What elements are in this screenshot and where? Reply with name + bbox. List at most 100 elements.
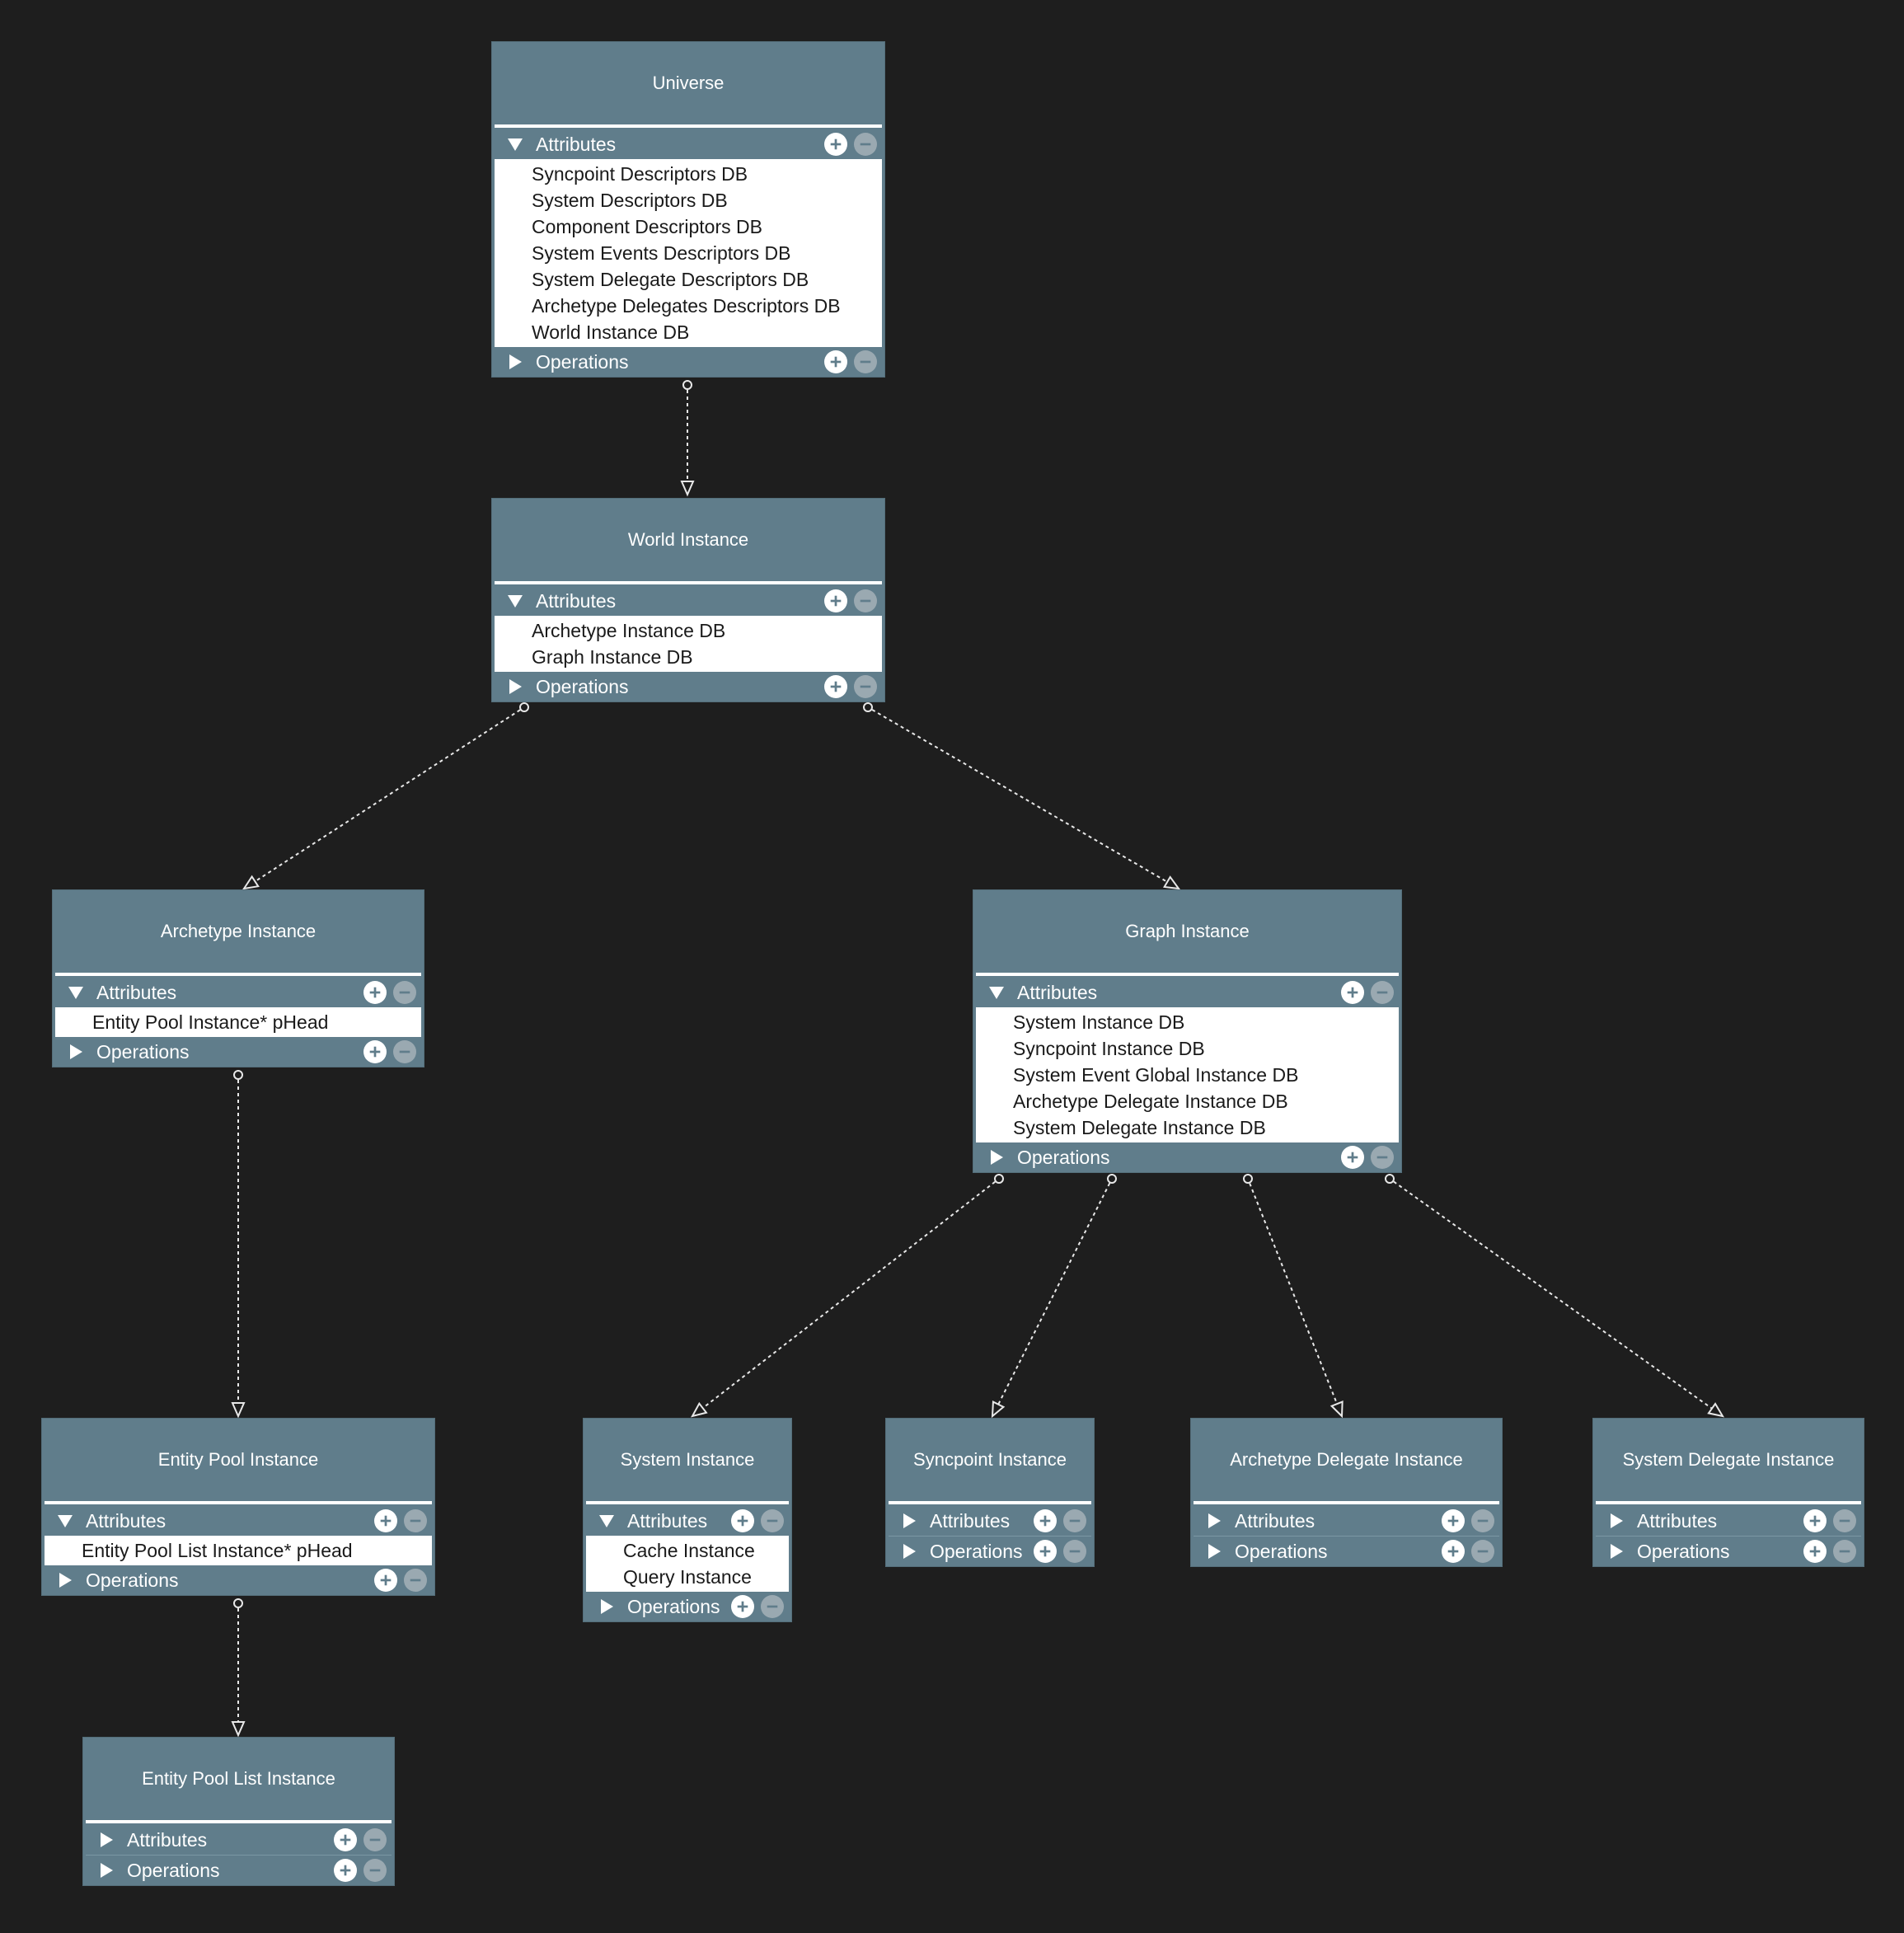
plus-circle-icon[interactable] (1803, 1540, 1827, 1563)
operations-section-header[interactable]: Operations (55, 1037, 421, 1067)
connector-entity-pool-instance-to-entity-pool-list-instance[interactable] (231, 1598, 246, 1738)
plus-circle-icon[interactable] (363, 1040, 387, 1063)
triangle-right-icon[interactable] (495, 678, 536, 695)
attributes-section-header[interactable]: Attributes (586, 1506, 789, 1536)
triangle-right-icon[interactable] (86, 1832, 127, 1848)
plus-circle-icon[interactable] (1803, 1509, 1827, 1532)
triangle-right-icon[interactable] (495, 354, 536, 370)
attribute-item[interactable]: System Descriptors DB (532, 190, 728, 211)
triangle-right-icon[interactable] (889, 1543, 930, 1560)
minus-circle-icon[interactable] (1063, 1540, 1086, 1563)
triangle-down-icon[interactable] (495, 136, 536, 152)
minus-circle-icon[interactable] (1371, 981, 1394, 1004)
connector-graph-instance-to-system-instance[interactable] (691, 1174, 1004, 1418)
connector-world-instance-to-graph-instance[interactable] (863, 702, 1181, 890)
attribute-item[interactable]: World Instance DB (532, 321, 690, 343)
plus-circle-icon[interactable] (824, 675, 847, 698)
triangle-right-icon[interactable] (45, 1572, 86, 1588)
minus-circle-icon[interactable] (1063, 1509, 1086, 1532)
attributes-section-header[interactable]: Attributes (86, 1825, 392, 1855)
plus-circle-icon[interactable] (731, 1595, 754, 1618)
operations-section-header[interactable]: Operations (889, 1537, 1091, 1566)
attribute-item[interactable]: Archetype Delegate Instance DB (1013, 1091, 1288, 1112)
triangle-down-icon[interactable] (586, 1513, 627, 1529)
triangle-right-icon[interactable] (889, 1513, 930, 1529)
minus-circle-icon[interactable] (1471, 1509, 1494, 1532)
plus-circle-icon[interactable] (824, 350, 847, 373)
operations-section-header[interactable]: Operations (495, 347, 882, 377)
minus-circle-icon[interactable] (404, 1509, 427, 1532)
attributes-section-header[interactable]: Attributes (1596, 1506, 1861, 1536)
operations-section-header[interactable]: Operations (1596, 1537, 1861, 1566)
triangle-right-icon[interactable] (55, 1044, 96, 1060)
attributes-section-header[interactable]: Attributes (495, 129, 882, 159)
plus-circle-icon[interactable] (1442, 1540, 1465, 1563)
operations-section-header[interactable]: Operations (976, 1142, 1399, 1172)
minus-circle-icon[interactable] (854, 589, 877, 612)
triangle-right-icon[interactable] (586, 1598, 627, 1615)
minus-circle-icon[interactable] (854, 350, 877, 373)
triangle-right-icon[interactable] (976, 1149, 1017, 1166)
attributes-section-header[interactable]: Attributes (889, 1506, 1091, 1536)
attribute-item[interactable]: System Event Global Instance DB (1013, 1064, 1299, 1086)
minus-circle-icon[interactable] (393, 981, 416, 1004)
operations-section-header[interactable]: Operations (1194, 1537, 1499, 1566)
plus-circle-icon[interactable] (1034, 1509, 1057, 1532)
minus-circle-icon[interactable] (854, 133, 877, 156)
connector-universe-to-world-instance[interactable] (680, 380, 695, 497)
minus-circle-icon[interactable] (363, 1828, 387, 1851)
connector-graph-instance-to-archetype-delegate-instance[interactable] (1243, 1174, 1344, 1419)
triangle-down-icon[interactable] (55, 984, 96, 1001)
minus-circle-icon[interactable] (1833, 1540, 1856, 1563)
minus-circle-icon[interactable] (1833, 1509, 1856, 1532)
minus-circle-icon[interactable] (1371, 1146, 1394, 1169)
plus-circle-icon[interactable] (374, 1569, 397, 1592)
minus-circle-icon[interactable] (363, 1859, 387, 1882)
attributes-section-header[interactable]: Attributes (45, 1506, 432, 1536)
plus-circle-icon[interactable] (363, 981, 387, 1004)
attribute-item[interactable]: Syncpoint Descriptors DB (532, 163, 748, 185)
plus-circle-icon[interactable] (1442, 1509, 1465, 1532)
attribute-item[interactable]: Entity Pool Instance* pHead (92, 1011, 329, 1033)
plus-circle-icon[interactable] (824, 589, 847, 612)
plus-circle-icon[interactable] (1034, 1540, 1057, 1563)
attribute-item[interactable]: System Events Descriptors DB (532, 242, 791, 264)
plus-circle-icon[interactable] (731, 1509, 754, 1532)
operations-section-header[interactable]: Operations (586, 1592, 789, 1621)
minus-circle-icon[interactable] (393, 1040, 416, 1063)
attribute-item[interactable]: Syncpoint Instance DB (1013, 1038, 1205, 1059)
attribute-item[interactable]: Component Descriptors DB (532, 216, 762, 237)
attributes-section-header[interactable]: Attributes (976, 978, 1399, 1007)
plus-circle-icon[interactable] (1341, 981, 1364, 1004)
plus-circle-icon[interactable] (334, 1828, 357, 1851)
attribute-item[interactable]: System Instance DB (1013, 1011, 1185, 1033)
plus-circle-icon[interactable] (334, 1859, 357, 1882)
attributes-section-header[interactable]: Attributes (55, 978, 421, 1007)
operations-section-header[interactable]: Operations (495, 672, 882, 701)
operations-section-header[interactable]: Operations (45, 1565, 432, 1595)
minus-circle-icon[interactable] (761, 1509, 784, 1532)
operations-section-header[interactable]: Operations (86, 1856, 392, 1885)
attribute-item[interactable]: Graph Instance DB (532, 646, 693, 668)
connector-world-instance-to-archetype-instance[interactable] (242, 702, 529, 890)
minus-circle-icon[interactable] (404, 1569, 427, 1592)
plus-circle-icon[interactable] (374, 1509, 397, 1532)
minus-circle-icon[interactable] (854, 675, 877, 698)
attribute-item[interactable]: Query Instance (623, 1566, 752, 1588)
triangle-right-icon[interactable] (1194, 1513, 1235, 1529)
attributes-section-header[interactable]: Attributes (1194, 1506, 1499, 1536)
plus-circle-icon[interactable] (1341, 1146, 1364, 1169)
minus-circle-icon[interactable] (761, 1595, 784, 1618)
plus-circle-icon[interactable] (824, 133, 847, 156)
triangle-right-icon[interactable] (1596, 1513, 1637, 1529)
triangle-down-icon[interactable] (495, 593, 536, 609)
connector-graph-instance-to-syncpoint-instance[interactable] (991, 1174, 1117, 1419)
connector-archetype-instance-to-entity-pool-instance[interactable] (231, 1070, 246, 1419)
